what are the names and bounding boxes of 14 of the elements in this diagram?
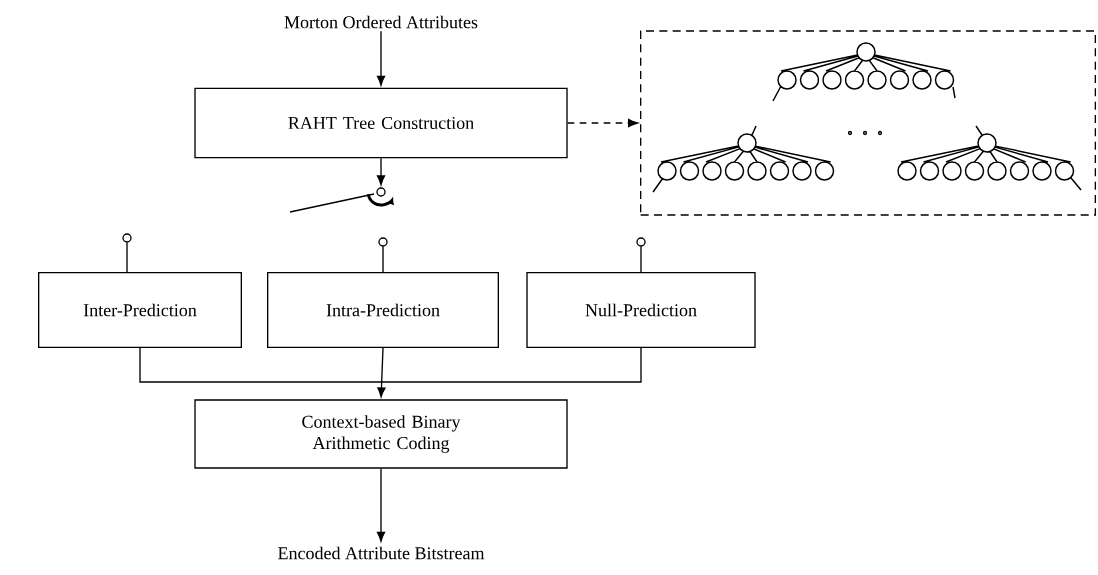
arrow xyxy=(139,347,642,398)
arrow xyxy=(567,118,638,128)
process-box: Intra-Prediction xyxy=(267,272,499,348)
process-box: RAHT Tree Construction xyxy=(194,87,568,159)
arrow xyxy=(376,468,386,542)
arrow xyxy=(376,157,386,186)
process-box: Inter-Prediction xyxy=(38,272,242,348)
label-text: Encoded Attribute Bitstream xyxy=(278,546,485,560)
process-box: Context-based Binary Arithmetic Coding xyxy=(194,399,568,469)
process-box: Null-Prediction xyxy=(526,272,756,348)
arrow xyxy=(376,30,386,86)
switch-contact xyxy=(376,187,386,197)
label-text: Morton Ordered Attributes xyxy=(284,15,478,29)
inset-frame xyxy=(640,30,1096,216)
